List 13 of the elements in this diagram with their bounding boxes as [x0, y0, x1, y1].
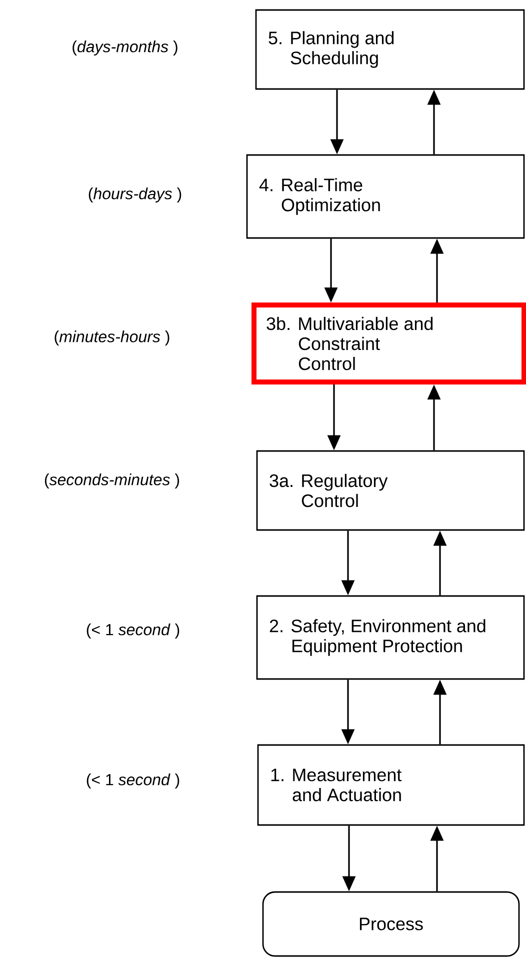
level-box: 5. Planning and Scheduling [255, 9, 525, 90]
level-box: 2. Safety, Environment and Equipment Protection [256, 595, 525, 680]
time-scale-label: (days-months ) [72, 40, 178, 56]
level-box: 3a. Regulatory Control [256, 450, 525, 531]
time-scale-label: (seconds-minutes ) [44, 474, 180, 488]
process-box: Process [262, 891, 520, 957]
level-box: 3b. Multivariable and Constraint Control [252, 302, 526, 384]
time-scale-label: (< 1 second ) [86, 774, 180, 788]
time-scale-label: (< 1 second ) [86, 624, 180, 638]
level-box: 4. Real-Time Optimization [246, 154, 525, 239]
level-box: 1. Measurement and Actuation [257, 744, 525, 826]
time-scale-label: (hours-days ) [88, 188, 182, 202]
time-scale-label: (minutes-hours ) [54, 330, 170, 346]
